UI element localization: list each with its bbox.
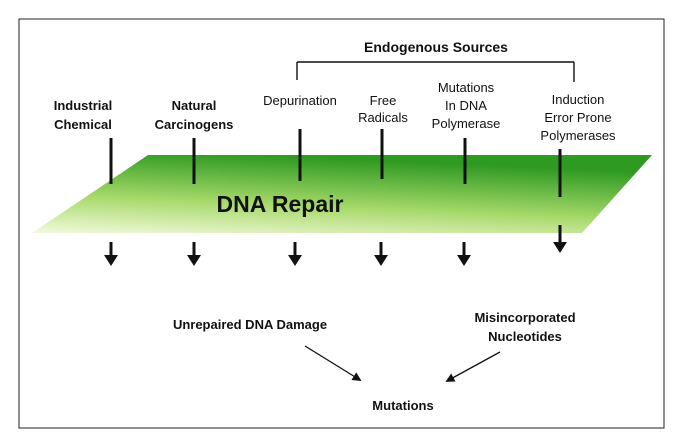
source-depurination: Depurination xyxy=(263,93,337,108)
source-natural-line2: Carcinogens xyxy=(155,117,234,132)
down-arrow-icon xyxy=(374,242,388,266)
dna-repair-label: DNA Repair xyxy=(217,191,344,217)
arrow-misincorporated-to-mutations xyxy=(445,351,501,382)
source-mutations-line3: Polymerase xyxy=(432,116,501,131)
down-arrow-icon xyxy=(187,242,201,266)
diagram-border xyxy=(18,18,665,429)
arrow-unrepaired-to-mutations xyxy=(304,345,362,381)
dna-repair-plate xyxy=(32,155,652,233)
endogenous-sources-title: Endogenous Sources xyxy=(364,39,508,55)
source-industrial-line1: Industrial xyxy=(54,98,113,113)
down-arrow-icon xyxy=(553,225,567,253)
source-lines xyxy=(109,129,562,197)
endogenous-bracket xyxy=(296,61,575,82)
unrepaired-dna-damage: Unrepaired DNA Damage xyxy=(173,317,327,332)
misincorporated-line1: Misincorporated xyxy=(474,310,575,325)
down-arrow-icon xyxy=(457,242,471,266)
down-arrows xyxy=(104,225,567,266)
down-arrow-icon xyxy=(288,242,302,266)
source-induction-line3: Polymerases xyxy=(540,128,616,143)
source-mutations-line1: Mutations xyxy=(438,80,495,95)
source-industrial-line2: Chemical xyxy=(54,117,112,132)
source-free-radicals-line1: Free xyxy=(370,93,397,108)
misincorporated-line2: Nucleotides xyxy=(488,329,562,344)
source-free-radicals-line2: Radicals xyxy=(358,110,408,125)
source-natural-line1: Natural xyxy=(172,98,217,113)
mutations-label: Mutations xyxy=(372,398,433,413)
source-induction-line2: Error Prone xyxy=(544,110,611,125)
source-induction-line1: Induction xyxy=(552,92,605,107)
down-arrow-icon xyxy=(104,242,118,266)
source-mutations-line2: In DNA xyxy=(445,98,487,113)
